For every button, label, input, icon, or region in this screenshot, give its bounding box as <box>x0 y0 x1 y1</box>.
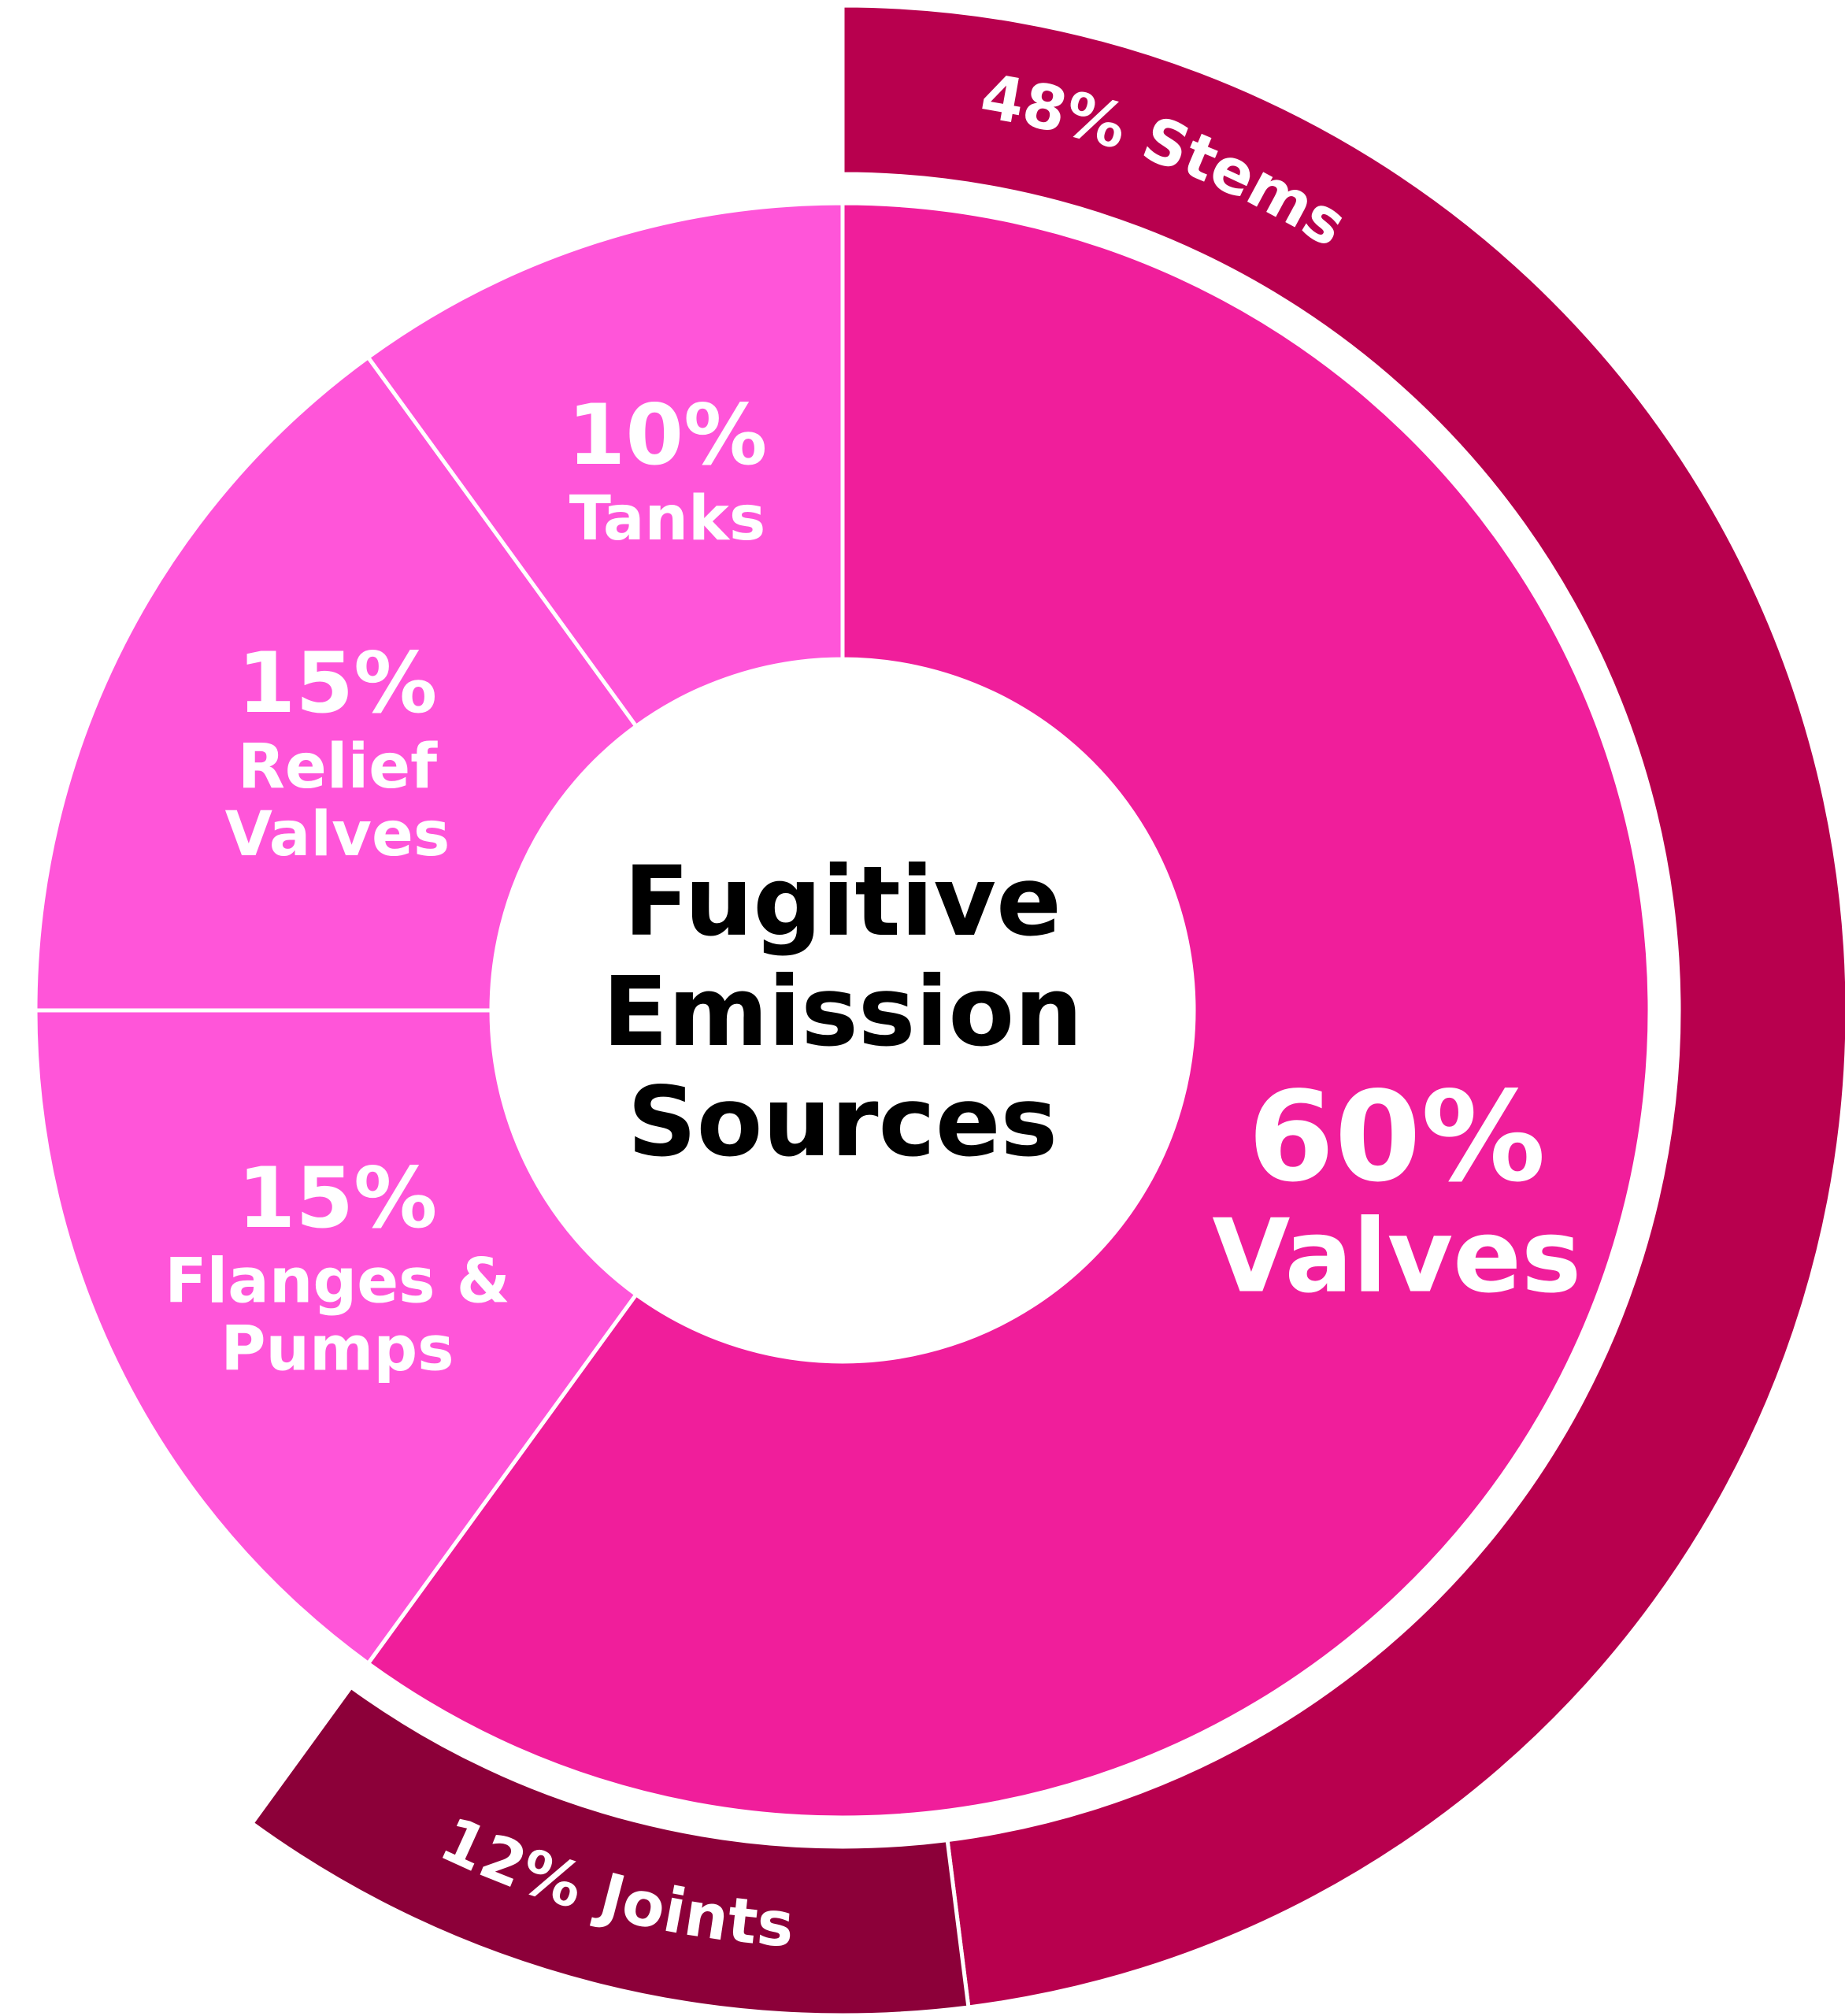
outer-segment-stems <box>840 3 1845 2010</box>
slice-tanks-name-label: Tanks <box>569 484 766 554</box>
center-title-line: Emission <box>602 956 1083 1068</box>
slice-flanges-and-pumps-name-label: Flanges & <box>165 1247 510 1317</box>
center-title-line: Sources <box>628 1066 1058 1178</box>
slice-flanges-and-pumps-percent-label: 15% <box>238 1150 438 1247</box>
slice-relief-valves-name-label: Valves <box>225 799 450 870</box>
outer-ring <box>249 3 1845 2016</box>
slice-valves-percent-label: 60% <box>1248 1065 1546 1210</box>
slice-relief-valves-name-label: Relief <box>238 732 438 802</box>
slice-relief-valves-percent-label: 15% <box>238 635 438 732</box>
slice-valves-name-label: Valves <box>1212 1198 1581 1315</box>
outer-segment-joints <box>249 1684 971 2016</box>
center-title-line: Fugitive <box>624 846 1061 958</box>
slice-tanks-percent-label: 10% <box>568 387 768 484</box>
slice-flanges-and-pumps-name-label: Pumps <box>220 1314 454 1385</box>
center-hole <box>491 659 1194 1362</box>
